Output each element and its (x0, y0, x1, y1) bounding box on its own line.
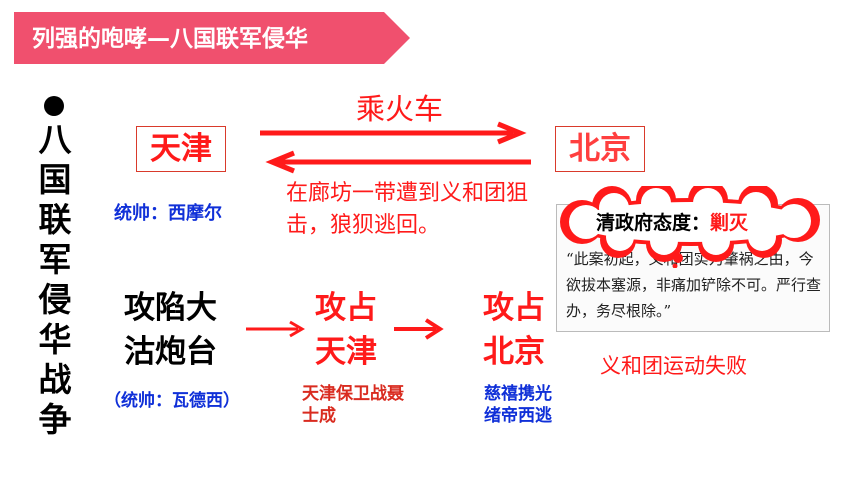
conclusion-text: 义和团运动失败 (600, 354, 747, 378)
route-arrows (260, 121, 531, 174)
tianjin-box: 天津 (136, 126, 226, 172)
transport-label: 乘火车 (356, 92, 444, 126)
beijing-box: 北京 (555, 126, 645, 172)
side-title: 八国联军侵华战争 (38, 120, 72, 439)
ambush-text: 在廊坊一带遭到义和团狙击，狼狈逃回。 (286, 181, 529, 238)
quote-text: “此案初起，义和团实为肇祸之由，今欲拔本塞源，非痛加铲除不可。严行查办，务尽根除… (566, 250, 822, 320)
step3-note: 慈禧携光绪帝西逃 (484, 384, 552, 426)
commander-waldersee: （统帅：瓦德西） (104, 391, 240, 411)
arrow-2 (394, 318, 444, 340)
attitude-cloud (560, 186, 820, 268)
attitude-label: 清政府态度： (596, 212, 711, 234)
step1-text: 攻陷大沽炮台 (124, 290, 217, 370)
attitude-value: 剿灭 (710, 212, 749, 234)
page-title: 列强的咆哮—八国联军侵华 (32, 26, 308, 52)
bullet-icon (44, 96, 64, 116)
step3-text: 攻占北京 (483, 290, 545, 370)
step2-text: 攻占天津 (315, 290, 377, 370)
attitude-label-group: 清政府态度：剿灭 (596, 208, 748, 235)
commander-seymour: 统帅：西摩尔 (114, 203, 222, 224)
step2-note: 天津保卫战聂士成 (302, 384, 404, 426)
title-banner (14, 12, 410, 64)
arrow-1 (246, 320, 305, 338)
